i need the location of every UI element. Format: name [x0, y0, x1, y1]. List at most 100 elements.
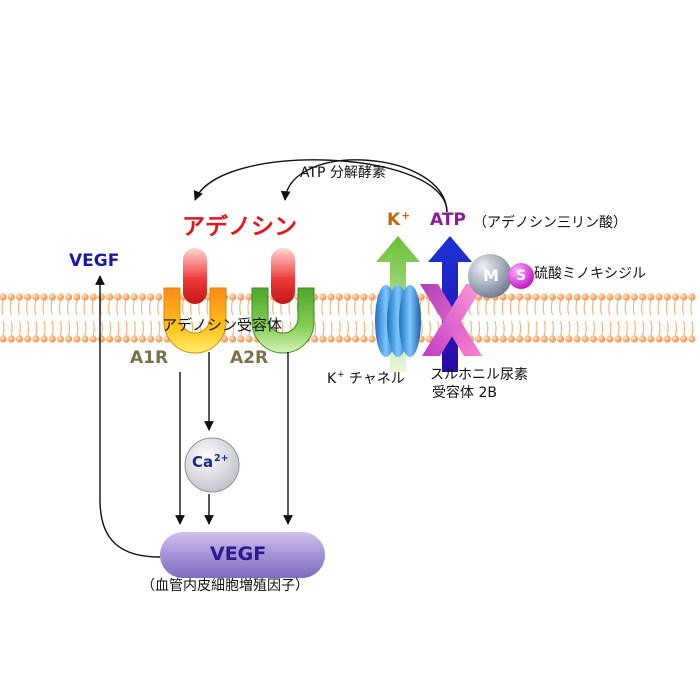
- lipid-tail: [509, 299, 513, 337]
- lipid-head: [360, 293, 368, 301]
- a1r-label: A1R: [130, 348, 169, 368]
- lipid-tail: [690, 299, 694, 337]
- lipid-head: [40, 293, 48, 301]
- lipid-head: [106, 335, 114, 343]
- lipid-head: [680, 293, 688, 301]
- lipid-head: [425, 335, 433, 343]
- lipid-head: [622, 293, 630, 301]
- lipid-head: [15, 293, 23, 301]
- lipid-head: [655, 335, 663, 343]
- lipid-tail: [665, 299, 669, 337]
- lipid-head: [229, 335, 237, 343]
- k-channel-label: K+ チャネル: [327, 371, 405, 387]
- lipid-head: [647, 335, 655, 343]
- lipid-head: [483, 335, 491, 343]
- vegf-box-caption: （血管内皮細胞増殖因子）: [141, 578, 309, 594]
- a2r-label: A2R: [230, 348, 269, 368]
- lipid-tail: [542, 299, 546, 337]
- lipid-tail: [591, 299, 595, 337]
- lipid-head: [540, 335, 548, 343]
- lipid-head: [327, 335, 335, 343]
- lipid-head: [114, 293, 122, 301]
- lipid-tail: [518, 299, 522, 337]
- sur2b-label-line1: スルホニル尿素: [430, 367, 528, 383]
- lipid-head: [581, 335, 589, 343]
- minoxidil-name-label: 硫酸ミノキシジル: [534, 266, 646, 282]
- lipid-head: [663, 335, 671, 343]
- lipid-tail: [26, 299, 30, 337]
- lipid-tail: [239, 299, 243, 337]
- lipid-head: [73, 293, 81, 301]
- lipid-head: [15, 335, 23, 343]
- lipid-tail: [231, 299, 235, 337]
- lipid-head: [56, 293, 64, 301]
- lipid-head: [606, 335, 614, 343]
- sur2b-label-line2: 受容体 2B: [432, 385, 497, 401]
- lipid-head: [491, 335, 499, 343]
- lipid-tail: [247, 299, 251, 337]
- lipid-head: [671, 335, 680, 343]
- adenosine-label: アデノシン: [182, 214, 297, 240]
- lipid-head: [335, 293, 343, 301]
- lipid-head: [499, 293, 507, 301]
- lipid-head: [540, 293, 548, 301]
- k-ion-label: K+: [387, 211, 410, 229]
- lipid-head: [319, 335, 327, 343]
- minoxidil-m-label: M: [483, 266, 499, 285]
- lipid-head: [507, 293, 515, 301]
- minoxidil-m-ball: [468, 254, 512, 298]
- lipid-tail: [354, 299, 358, 337]
- lipid-head: [81, 293, 89, 301]
- lipid-head: [680, 335, 688, 343]
- lipid-head: [237, 293, 245, 301]
- k-channel-name: チャネル: [348, 371, 405, 387]
- lipid-tail: [477, 299, 481, 337]
- vegf-top-label: VEGF: [69, 251, 120, 271]
- lipid-head: [147, 335, 155, 343]
- a2r-receptor: [251, 287, 315, 354]
- lipid-head: [65, 293, 73, 301]
- lipid-head: [655, 293, 663, 301]
- lipid-head: [73, 335, 81, 343]
- lipid-tail: [624, 299, 628, 337]
- lipid-head: [688, 293, 696, 301]
- adenosine-ligand-a1: [183, 248, 207, 304]
- lipid-tail: [75, 299, 79, 337]
- lipid-head: [24, 293, 32, 301]
- lipid-head: [663, 293, 671, 301]
- lipid-head: [89, 293, 97, 301]
- lipid-head: [614, 293, 622, 301]
- lipid-head: [48, 335, 56, 343]
- lipid-head: [97, 293, 105, 301]
- lipid-head: [122, 293, 130, 301]
- lipid-tail: [124, 299, 128, 337]
- lipid-head: [343, 335, 351, 343]
- lipid-tail: [337, 299, 341, 337]
- lipid-tail: [9, 299, 13, 337]
- lipid-head: [32, 293, 40, 301]
- lipid-tail: [140, 299, 144, 337]
- lipid-head: [368, 335, 376, 343]
- lipid-head: [122, 335, 130, 343]
- lipid-tail: [559, 299, 563, 337]
- lipid-head: [0, 335, 7, 343]
- lipid-head: [335, 335, 343, 343]
- lipid-head: [237, 335, 245, 343]
- lipid-head: [7, 335, 15, 343]
- lipid-head: [581, 293, 589, 301]
- lipid-tail: [321, 299, 325, 337]
- lipid-head: [48, 293, 56, 301]
- lipid-head: [327, 293, 335, 301]
- lipid-head: [24, 335, 32, 343]
- lipid-head: [319, 293, 327, 301]
- atp-enzyme-label: ATP 分解酵素: [300, 165, 386, 181]
- lipid-head: [532, 335, 540, 343]
- lipid-head: [138, 335, 146, 343]
- minoxidil-s-ball: [508, 263, 534, 289]
- lipid-head: [89, 335, 97, 343]
- lipid-tail: [50, 299, 54, 337]
- vegf-box: [160, 532, 325, 578]
- lipid-head: [630, 293, 639, 301]
- lipid-tail: [657, 299, 661, 337]
